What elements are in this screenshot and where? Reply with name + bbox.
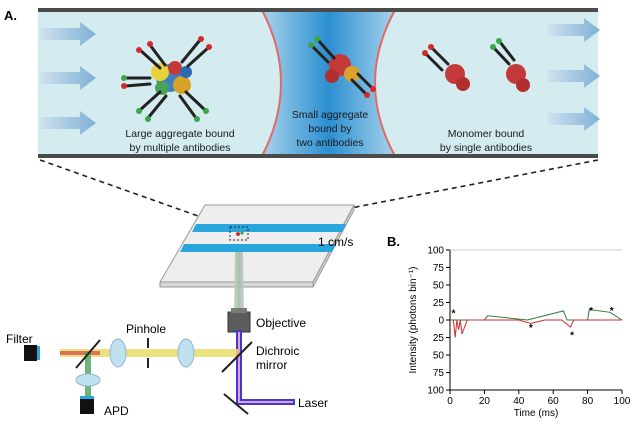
filter-icon: [37, 346, 40, 360]
flow-arrow-icon: [40, 66, 96, 90]
apd-filter-icon: [80, 396, 94, 399]
y-tick-label: 100: [427, 386, 444, 397]
flow-arrow-icon: [548, 18, 600, 42]
x-tick-label: 60: [548, 396, 560, 407]
event-marker: *: [570, 331, 574, 342]
apd-label: APD: [104, 404, 129, 418]
monomer-icon: [422, 44, 470, 91]
caption-small-aggregate: Small aggregate: [292, 109, 369, 121]
x-tick-label: 0: [447, 396, 453, 407]
laser-mirror-icon: [223, 393, 249, 415]
y-axis-title: Intensity (photons bin⁻¹): [408, 267, 419, 374]
dichroic-label: mirror: [256, 358, 287, 372]
beam-splitter-icon: [75, 339, 101, 369]
y-tick-label: 25: [433, 298, 445, 309]
panel-b-label: B.: [387, 234, 400, 249]
objective-label: Objective: [256, 316, 306, 330]
y-tick-label: 0: [438, 316, 444, 327]
y-tick-label: 75: [433, 368, 445, 379]
large-aggregate-icon: [121, 36, 212, 122]
dichroic-label: Dichroic: [256, 344, 299, 358]
event-marker: *: [610, 306, 614, 317]
caption-monomer: by single antibodies: [440, 142, 532, 154]
x-tick-label: 20: [479, 396, 491, 407]
monomer-icon: [490, 38, 530, 92]
laser-label: Laser: [298, 396, 328, 410]
y-tick-label: 25: [433, 333, 445, 344]
caption-large-aggregate: Large aggregate bound: [125, 128, 234, 140]
red-trace: [450, 319, 622, 338]
flow-arrow-icon: [548, 107, 600, 131]
event-marker: *: [529, 323, 533, 334]
x-tick-label: 100: [614, 396, 631, 407]
event-marker: *: [451, 308, 455, 319]
flow-arrow-icon: [548, 64, 600, 88]
caption-small-aggregate: bound by: [308, 123, 352, 135]
y-tick-label: 75: [433, 263, 445, 274]
green-trace: [450, 308, 623, 321]
pinhole-label: Pinhole: [126, 322, 166, 336]
caption-small-aggregate: two antibodies: [296, 137, 363, 149]
event-marker: *: [589, 306, 593, 317]
flow-speed-label: 1 cm/s: [318, 235, 353, 249]
y-tick-label: 50: [433, 281, 445, 292]
y-tick-label: 50: [433, 351, 445, 362]
x-tick-label: 80: [582, 396, 594, 407]
lens-icon: [75, 338, 195, 387]
panel-a-label: A.: [4, 8, 17, 23]
focus-cone: [234, 252, 244, 312]
x-tick-label: 40: [513, 396, 525, 407]
small-aggregate-icon: [308, 36, 376, 98]
detector-icon: [24, 345, 37, 361]
caption-monomer: Monomer bound: [448, 128, 525, 140]
flow-channel: [38, 8, 598, 158]
apd-detector-icon: [80, 399, 94, 414]
dichroic-mirror-icon: [221, 341, 253, 373]
microfluidic-chip: [159, 204, 355, 288]
y-tick-label: 100: [427, 246, 444, 257]
objective-icon: [227, 308, 251, 333]
flow-arrows: [40, 18, 600, 135]
caption-large-aggregate: by multiple antibodies: [130, 142, 231, 154]
filter-label: Filter: [6, 332, 33, 346]
flow-arrow-icon: [40, 22, 96, 46]
flow-arrow-icon: [40, 111, 96, 135]
x-axis-title: Time (ms): [514, 408, 559, 419]
